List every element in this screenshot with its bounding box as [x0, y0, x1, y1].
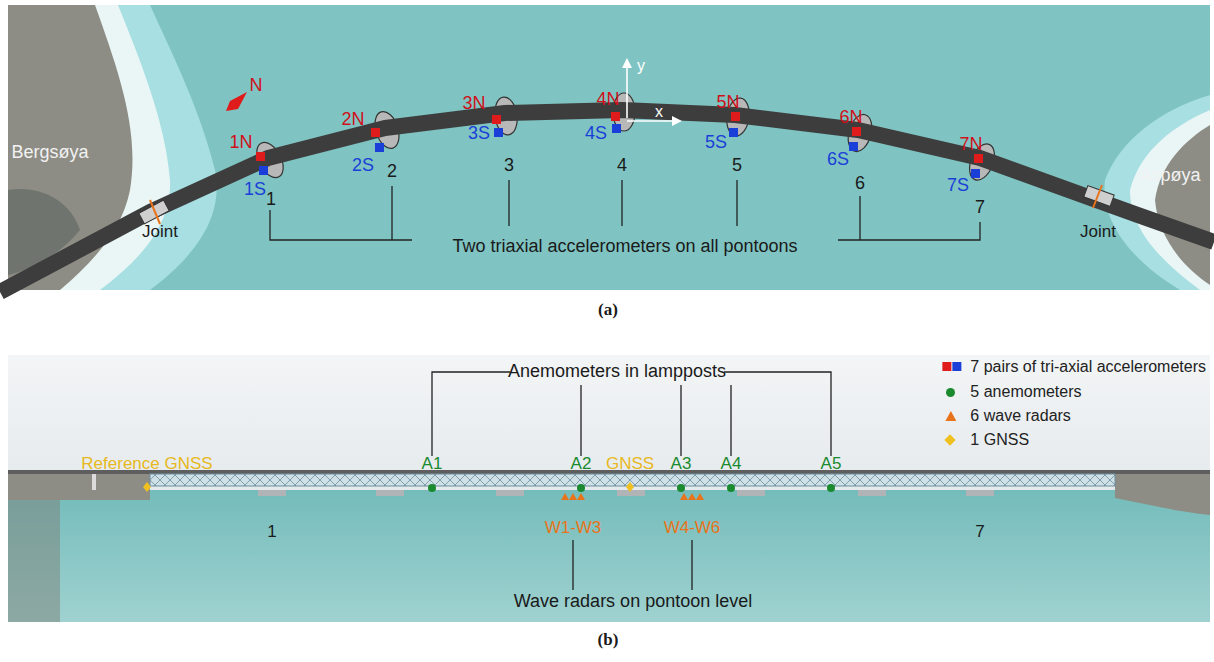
label: 7: [975, 198, 985, 218]
label: 5: [732, 156, 742, 176]
legend-row: 7 pairs of tri-axial accelerometers: [940, 357, 1206, 377]
label: Aspøya: [1139, 166, 1200, 186]
sky: [8, 355, 1210, 622]
bridge-girder: [0, 110, 1214, 292]
label: Two triaxial accelerometers on all ponto…: [452, 237, 797, 257]
sea-plan: [8, 5, 1210, 290]
pontoons-side: [258, 490, 994, 496]
label: (b): [598, 631, 619, 650]
label: A2: [571, 455, 592, 474]
label: 2N: [341, 110, 364, 130]
axes: [622, 58, 682, 126]
label: 2: [387, 162, 397, 182]
wave-radar: [561, 493, 704, 500]
label: 4N: [596, 90, 619, 110]
label: 4S: [585, 124, 607, 144]
legend-marker: [946, 388, 955, 397]
legend-swatch: [940, 360, 962, 374]
label: 1S: [244, 180, 266, 200]
label: A1: [422, 455, 443, 474]
sea-elevation: [8, 490, 1210, 622]
label: 7: [975, 523, 984, 542]
gnss-diamond: [143, 482, 634, 492]
label: A4: [721, 455, 742, 474]
legend-row: 1 GNSS: [940, 430, 1029, 450]
label: y: [637, 57, 645, 75]
label: 1N: [229, 133, 252, 153]
legend-swatch: [940, 385, 962, 399]
legend-swatch: [940, 409, 962, 423]
label: 2S: [352, 156, 374, 176]
label: GNSS: [606, 455, 654, 474]
label: Anemometers in lampposts: [508, 362, 726, 382]
legend-swatch: [940, 433, 962, 447]
label: N: [250, 76, 263, 96]
aspoya-island: [1155, 125, 1210, 285]
label: 3N: [462, 94, 485, 114]
legend-text: 6 wave radars: [970, 407, 1071, 425]
label: 1: [266, 190, 276, 210]
legend-marker: [945, 434, 956, 445]
truss-girder: [150, 474, 1115, 486]
label: 6N: [839, 108, 862, 128]
label: Wave radars on pontoon level: [514, 592, 752, 612]
label: x: [655, 103, 663, 121]
north-arrow: [226, 92, 247, 111]
label: (a): [598, 301, 618, 320]
label: W4-W6: [664, 519, 721, 538]
label: Bergsøya: [11, 143, 88, 163]
label: 3: [504, 156, 514, 176]
label: 5S: [705, 133, 727, 153]
label: 7S: [947, 176, 969, 196]
label: Joint: [1080, 223, 1116, 242]
label: 6: [855, 174, 865, 194]
legend-text: 7 pairs of tri-axial accelerometers: [970, 358, 1206, 376]
label: 7N: [959, 135, 982, 155]
label: 6S: [827, 150, 849, 170]
label: 5N: [716, 93, 739, 113]
bracket: [432, 372, 831, 590]
label: Joint: [142, 223, 178, 242]
label: 1: [267, 523, 276, 542]
legend-text: 5 anemometers: [970, 383, 1081, 401]
bracket: [270, 180, 980, 240]
legend-row: 5 anemometers: [940, 382, 1081, 402]
label: A5: [821, 455, 842, 474]
label: A3: [671, 455, 692, 474]
accelerometer-south: [259, 124, 980, 178]
label: 4: [617, 156, 627, 176]
label: Reference GNSS: [81, 455, 212, 474]
legend-text: 1 GNSS: [970, 431, 1029, 449]
label: W1-W3: [545, 519, 602, 538]
legend-row: 6 wave radars: [940, 406, 1071, 426]
label: 3S: [468, 124, 490, 144]
legend-marker: [945, 411, 956, 421]
